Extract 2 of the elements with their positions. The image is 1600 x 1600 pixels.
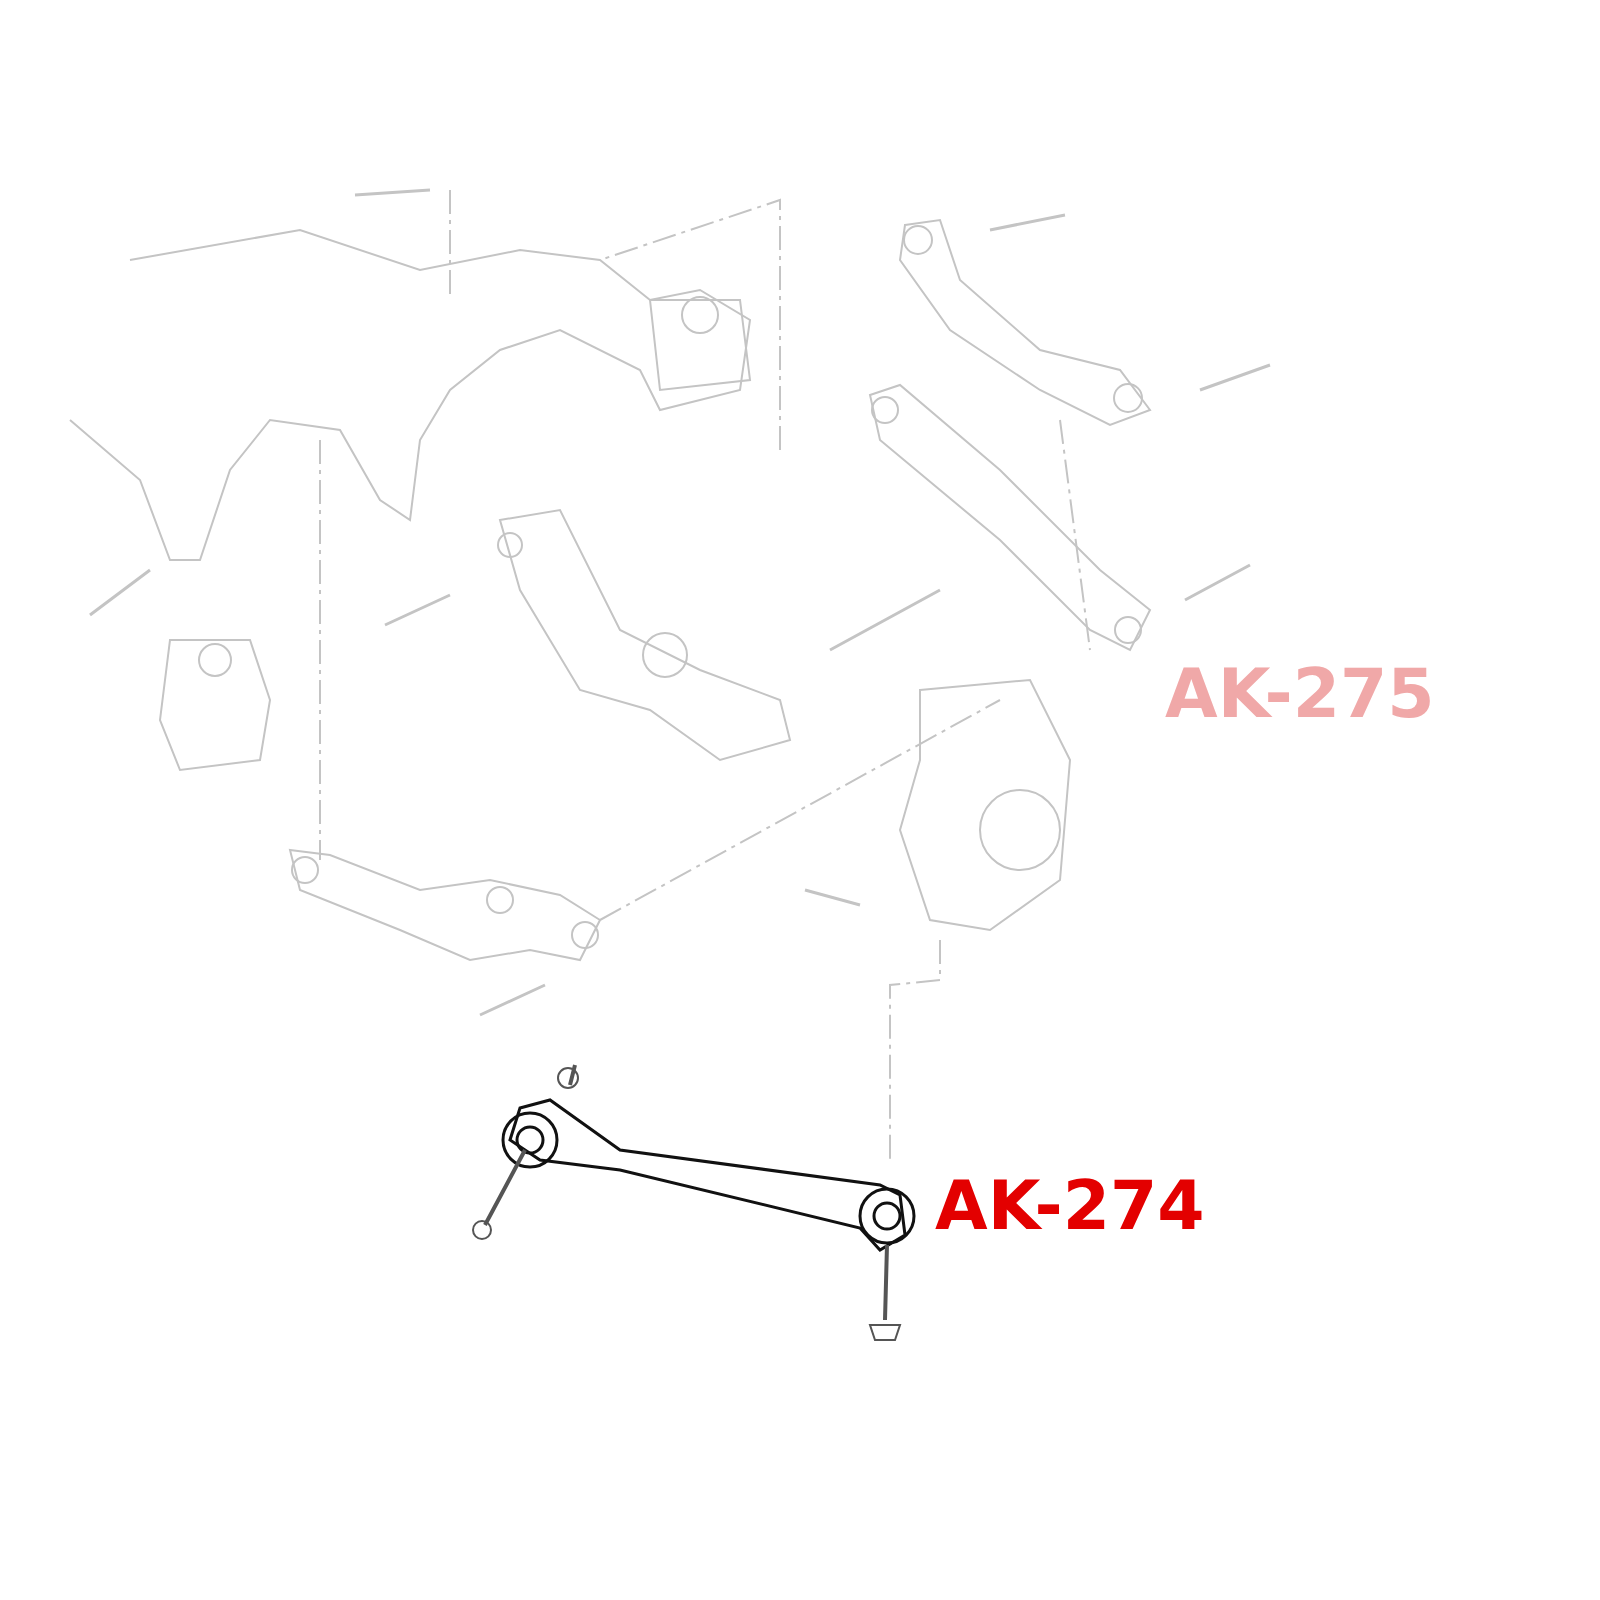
part-number: AK-274 <box>935 1172 1205 1240</box>
part-number: AK-275 <box>1165 660 1435 728</box>
